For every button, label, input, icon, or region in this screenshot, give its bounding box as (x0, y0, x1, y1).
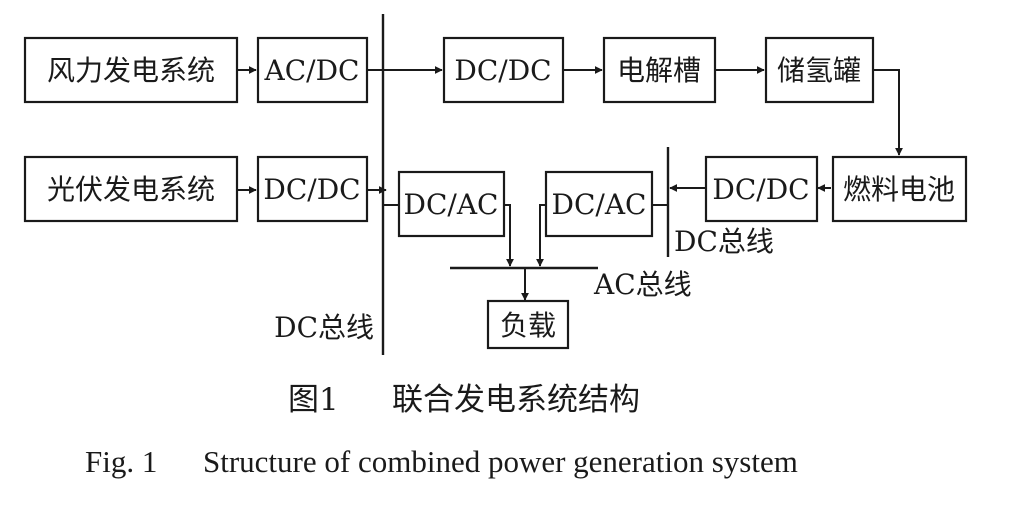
electrolyzer-dcdc-block: DC/DC (442, 36, 565, 104)
inverter-right-label: DC/AC (552, 188, 647, 221)
load-block: 负载 (486, 299, 570, 350)
inverter-left-label: DC/AC (404, 188, 499, 221)
wind-system-label: 风力发电系统 (47, 54, 215, 87)
electrolyzer-label: 电解槽 (617, 54, 701, 87)
wind-acdc-label: AC/DC (264, 54, 360, 87)
h2-tank-label: 储氢罐 (777, 54, 861, 87)
fuel-cell-label: 燃料电池 (843, 173, 955, 206)
wind-acdc-block: AC/DC (256, 36, 369, 104)
caption-en-title: Structure of combined power generation s… (203, 444, 798, 479)
fc-dcdc-block: DC/DC (704, 155, 819, 223)
inverter-right-block: DC/AC (544, 170, 654, 238)
inverter-left-to-ac-bus-arrow (504, 204, 514, 267)
electrolyzer-block: 电解槽 (602, 36, 717, 104)
wind-system-block: 风力发电系统 (23, 36, 239, 104)
load-label: 负载 (500, 309, 556, 342)
dc-bus-main-label: DC总线 (274, 311, 374, 344)
caption-en-number: Fig. 1 (85, 444, 157, 479)
inverter-left-block: DC/AC (397, 170, 506, 238)
fuel-cell-block: 燃料电池 (831, 155, 968, 223)
h2-tank-block: 储氢罐 (764, 36, 875, 104)
pv-dcdc-block: DC/DC (256, 155, 369, 223)
inverter-right-to-ac-bus-arrow (536, 204, 546, 267)
electrolyzer-dcdc-label: DC/DC (454, 54, 551, 87)
pv-system-label: 光伏发电系统 (47, 173, 215, 206)
dc-bus-fc-label: DC总线 (674, 225, 774, 258)
fc-dcdc-label: DC/DC (712, 173, 809, 206)
caption-cn-number: 图1 (288, 382, 339, 418)
tank-to-fuelcell-arrow (873, 69, 903, 156)
caption-cn-title: 联合发电系统结构 (392, 382, 640, 418)
pv-system-block: 光伏发电系统 (23, 155, 239, 223)
pv-dcdc-label: DC/DC (263, 173, 360, 206)
ac-bus-label: AC总线 (593, 268, 692, 301)
